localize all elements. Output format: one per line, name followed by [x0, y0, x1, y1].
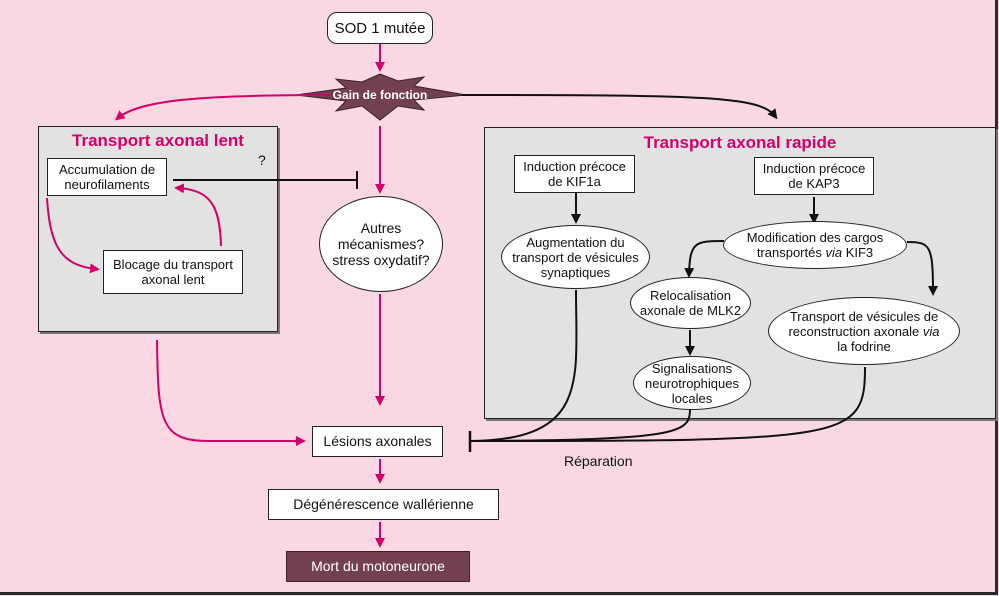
vesic-via: via [922, 323, 940, 339]
accum-line-2: neurofilaments [64, 177, 150, 192]
repair-line-signal [469, 408, 691, 442]
kif1a-line-2: de KIF1a [548, 174, 601, 189]
slow-transport-title: Transport axonal lent [72, 131, 244, 150]
vesic-line-1: Transport de vésicules de [789, 308, 939, 324]
fast-transport-title: Transport axonal rapide [643, 133, 837, 152]
reloc-line-2: axonale de MLK2 [639, 303, 742, 318]
vesic-line-2: reconstruction axonale via [788, 324, 939, 339]
sod1-mutee-node: SOD 1 mutée [327, 12, 433, 44]
transport-vesicules-fodrine-node: Transport de vésicules de reconstruction… [768, 297, 960, 365]
induction-kif1a-node: Induction précoce de KIF1a [514, 155, 635, 193]
others-line-1: Autres [360, 220, 402, 236]
augm-line-2: transport de vésicules [512, 249, 639, 265]
reparation-label: Réparation [564, 453, 633, 469]
kap3-line-1: Induction précoce [762, 161, 866, 176]
kif1a-line-1: Induction précoce [523, 159, 626, 174]
modification-cargos-node: Modification des cargos transportés via … [723, 221, 907, 269]
kap3-line-2: de KAP3 [788, 176, 840, 191]
accum-line-1: Accumulation de [58, 162, 156, 177]
arrow-modif-to-reloc [684, 240, 725, 278]
mort-motoneurone-node: Mort du motoneurone [286, 551, 470, 582]
signal-line-3: locales [671, 390, 713, 406]
modif-via: via [825, 245, 843, 260]
arrow-gain-to-slow [114, 94, 331, 121]
block-line-2: axonal lent [141, 272, 205, 287]
arrow-slow-to-lesions [156, 339, 306, 446]
modif-text: transportés [756, 245, 826, 260]
others-line-3: stress oxydatif? [332, 252, 430, 268]
gain-star-shape [295, 73, 467, 121]
degenerescence-wallerienne-node: Dégénérescence wallérienne [268, 489, 499, 520]
augm-line-3: synaptiques [540, 264, 611, 280]
autres-mecanismes-node: Autres mécanismes? stress oxydatif? [319, 196, 443, 292]
others-line-2: mécanismes? [337, 236, 425, 252]
arrow-gain-to-fast [461, 94, 778, 120]
reloc-line-1: Relocalisation [650, 288, 731, 303]
augmentation-transport-node: Augmentation du transport de vésicules s… [501, 225, 650, 289]
augm-line-1: Augmentation du [526, 234, 625, 250]
lesions-axonales-node: Lésions axonales [312, 426, 443, 457]
signal-line-1: Signalisations [651, 360, 733, 376]
signal-line-2: neurotrophiques [645, 375, 739, 391]
arrow-accum-to-block [46, 197, 100, 274]
repair-line-augm [469, 289, 578, 442]
relocalisation-mlk2-node: Relocalisation axonale de MLK2 [630, 277, 751, 329]
modif-line-2: transportés via KIF3 [757, 245, 873, 260]
vesic-line-3: la fodrine [837, 338, 891, 354]
accumulation-neurofilaments-node: Accumulation de neurofilaments [47, 158, 167, 196]
arrow-block-to-accum [174, 183, 222, 247]
arrow-modif-to-vesic [906, 241, 938, 296]
question-mark: ? [258, 152, 266, 168]
signalisations-neurotrophiques-node: Signalisations neurotrophiques locales [633, 356, 751, 410]
vesic-text: reconstruction axonale [788, 323, 923, 339]
gain-de-fonction-label: Gain de fonction [332, 88, 428, 102]
induction-kap3-node: Induction précoce de KAP3 [754, 157, 874, 195]
blocage-transport-node: Blocage du transport axonal lent [103, 250, 243, 294]
block-line-1: Blocage du transport [113, 257, 233, 272]
modif-kif3: KIF3 [842, 245, 874, 260]
modif-line-1: Modification des cargos [746, 230, 884, 245]
repair-line-vesic [469, 366, 866, 442]
